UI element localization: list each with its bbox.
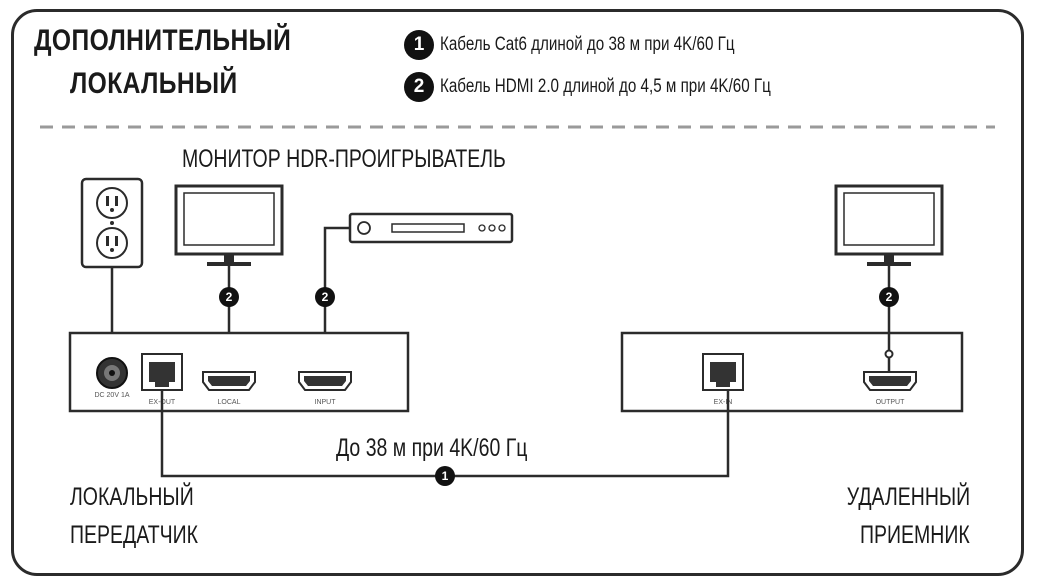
ethernet-port-icon [141,353,183,391]
legend-text-1: Кабель Cat6 длиной до 38 м при 4K/60 Гц [440,34,735,55]
receiver-label-line-1: УДАЛЕННЫЙ [846,483,970,511]
hdmi-port-icon [863,371,917,391]
tx-local-label: LOCAL [218,399,241,406]
cable-marker-input [315,287,335,307]
tx-input-label: INPUT [315,399,337,406]
cable-marker-output-number: 2 [886,290,893,304]
cable-marker-output [879,287,899,307]
dc-power-jack-icon [96,357,128,389]
legend-item-cat6: 1 Кабель Cat6 длиной до 38 м при 4K/60 Г… [404,30,808,60]
power-outlet-icon [80,177,144,269]
distance-label: До 38 м при 4K/60 Гц [336,434,528,462]
cable-marker-cat6 [435,466,455,486]
rx-output-label: OUTPUT [876,399,906,406]
legend-badge-1: 1 [404,30,434,60]
transmitter-label-line-1: ЛОКАЛЬНЫЙ [70,483,194,511]
diagram-frame [11,9,1024,576]
title-line-1: ДОПОЛНИТЕЛЬНЫЙ [34,24,292,57]
dc-port-label: DC 20V 1A [94,392,129,399]
title-line-2: ЛОКАЛЬНЫЙ [70,67,238,100]
transmitter-label-line-2: ПЕРЕДАТЧИК [70,521,199,549]
receiver-box [620,331,964,413]
legend-badge-2: 2 [404,72,434,102]
monitor-player-label: МОНИТОР HDR-ПРОИГРЫВАТЕЛЬ [182,145,506,173]
cable-marker-input-number: 2 [322,290,329,304]
rx-ethernet-label: EX-IN [714,399,733,406]
legend-item-hdmi: 2 Кабель HDMI 2.0 длиной до 4,5 м при 4K… [404,72,854,102]
hdmi-port-icon [298,371,352,391]
receiver-label-line-2: ПРИЕМНИК [860,521,970,549]
monitor-icon [834,184,944,266]
hdmi-port-icon [202,371,256,391]
media-player-icon [348,212,514,244]
cable-marker-cat6-number: 1 [442,469,449,483]
monitor-icon [174,184,284,266]
hdmi-cable-input [323,226,350,372]
ethernet-port-icon [702,353,744,391]
cable-marker-local-number: 2 [226,290,233,304]
cable-marker-local [219,287,239,307]
legend-text-2: Кабель HDMI 2.0 длиной до 4,5 м при 4K/6… [440,76,771,97]
